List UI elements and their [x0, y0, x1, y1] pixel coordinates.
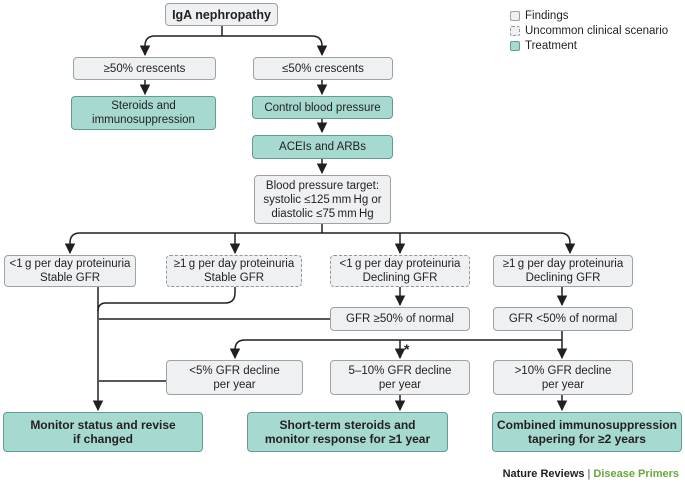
title: IgA nephropathy	[172, 7, 271, 22]
combined-line1: Combined immunosuppression	[496, 418, 677, 432]
decline-lt5-line1: <5% GFR decline	[189, 364, 280, 377]
legend-treatment: Treatment	[510, 40, 577, 52]
uncommon-swatch	[510, 26, 520, 36]
steroids-immuno-line2: immunosuppression	[92, 114, 195, 126]
decline-gt10-box: >10% GFR decline per year	[493, 360, 633, 395]
ge1g-stable-box: ≥1 g per day proteinuria Stable GFR	[166, 255, 302, 287]
legend-treatment-label: Treatment	[525, 40, 577, 52]
ge1g-stable-line1: ≥1 g per day proteinuria	[173, 258, 295, 270]
monitor-line2: if changed	[72, 432, 133, 446]
lt1g-declining-line2: Declining GFR	[362, 272, 438, 284]
gfr-ge50-label: GFR ≥50% of normal	[346, 313, 454, 325]
connector-gfr-split	[229, 339, 562, 360]
bp-target-line2: systolic ≤125 mm Hg or	[263, 193, 382, 206]
connector-title-right	[222, 35, 328, 57]
findings-swatch	[510, 11, 520, 21]
control-bp-box: Control blood pressure	[252, 96, 393, 119]
steroids-immuno-line1: Steroids and	[111, 100, 176, 112]
monitor-line1: Monitor status and revise	[30, 418, 176, 432]
gfr-ge50-box: GFR ≥50% of normal	[330, 307, 470, 331]
monitor-box: Monitor status and revise if changed	[3, 412, 203, 452]
acei-arb-box: ACEIs and ARBs	[252, 135, 393, 159]
combined-line2: tapering for ≥2 years	[528, 432, 646, 446]
crescents-low-box: ≤50% crescents	[253, 57, 393, 80]
lt1g-declining-box: <1 g per day proteinuria Declining GFR	[330, 255, 470, 287]
crescents-low-label: ≤50% crescents	[282, 62, 364, 75]
ge1g-declining-line2: Declining GFR	[525, 272, 601, 284]
publisher-credit: Nature Reviews|Disease Primers	[503, 468, 679, 480]
crescents-high-label: ≥50% crescents	[103, 62, 186, 75]
connector-stable-merge	[97, 287, 236, 312]
steroids-immuno-box: Steroids and immunosuppression	[71, 96, 216, 130]
legend-findings-label: Findings	[525, 10, 569, 22]
legend-findings: Findings	[510, 10, 568, 22]
connector-bp-split-b	[322, 232, 576, 255]
short-term-box: Short-term steroids and monitor response…	[247, 412, 448, 452]
ge1g-declining-box: ≥1 g per day proteinuria Declining GFR	[493, 255, 633, 287]
decline-5-10-box: 5–10% GFR decline per year	[330, 360, 470, 395]
lt1g-stable-line1: <1 g per day proteinuria	[9, 258, 131, 270]
lt1g-stable-line2: Stable GFR	[39, 272, 101, 284]
decline-5-10-line1: 5–10% GFR decline	[348, 364, 452, 377]
decline-gt10-line1: >10% GFR decline	[514, 364, 612, 377]
ge1g-declining-line1: ≥1 g per day proteinuria	[502, 258, 624, 270]
control-bp-label: Control blood pressure	[264, 101, 381, 114]
short-term-line2: monitor response for ≥1 year	[264, 432, 431, 446]
title-box: IgA nephropathy	[165, 3, 278, 26]
bp-target-box: Blood pressure target: systolic ≤125 mm …	[254, 175, 391, 224]
legend-uncommon: Uncommon clinical scenario	[510, 25, 668, 37]
bp-target-line3: diastolic ≤75 mm Hg	[271, 207, 374, 220]
asterisk-note: *	[404, 341, 410, 357]
bp-target-line1: Blood pressure target:	[265, 179, 380, 192]
publisher-separator: |	[587, 468, 591, 480]
connector-bp-split	[64, 232, 322, 255]
ge1g-stable-line2: Stable GFR	[203, 272, 265, 284]
lt1g-stable-box: <1 g per day proteinuria Stable GFR	[4, 255, 136, 287]
publisher-brand: Nature Reviews	[502, 468, 585, 480]
combined-box: Combined immunosuppression tapering for …	[492, 412, 682, 452]
decline-gt10-line2: per year	[541, 378, 585, 391]
gfr-lt50-label: GFR <50% of normal	[508, 313, 618, 325]
treatment-swatch	[510, 41, 520, 51]
short-term-line1: Short-term steroids and	[279, 418, 416, 432]
decline-lt5-line2: per year	[213, 378, 256, 391]
legend-uncommon-label: Uncommon clinical scenario	[525, 25, 669, 37]
acei-arb-label: ACEIs and ARBs	[279, 141, 366, 153]
decline-5-10-line2: per year	[378, 378, 422, 391]
publisher-series: Disease Primers	[593, 468, 679, 480]
decline-lt5-box: <5% GFR decline per year	[166, 360, 303, 395]
lt1g-declining-line1: <1 g per day proteinuria	[339, 258, 461, 270]
crescents-high-box: ≥50% crescents	[73, 57, 216, 80]
gfr-lt50-box: GFR <50% of normal	[493, 307, 633, 331]
connector-title-left	[139, 35, 222, 57]
